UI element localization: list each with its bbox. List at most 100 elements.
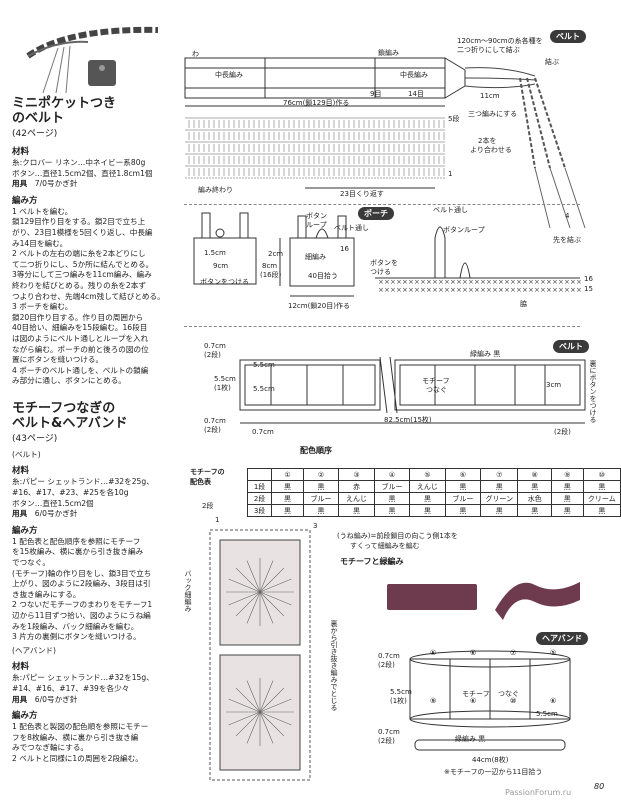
sc-mark: × [528,286,534,294]
sc-mark: × [564,286,570,294]
mb-3cm: 3cm [546,381,562,389]
sc-mark: × [390,286,396,294]
motif-spoke [259,711,292,726]
tools-head: 用具 [12,179,28,189]
sc-mark: × [534,286,540,294]
section2-belt-head: (ベルト) [12,449,41,459]
pouch-rows-16: 16 [340,245,349,253]
sc-mark: × [498,278,504,286]
motif-spoke [259,591,292,606]
knot-label: 結ぶ [545,58,559,66]
sc-mark: × [522,278,528,286]
hairband-head: (ヘアバンド) [12,645,56,655]
sc-mark: × [480,278,486,286]
pouch-btn2a: ボタンを [370,259,398,267]
color-cell: 黒 [338,504,375,517]
motif-spoke [259,698,292,713]
pouch-sc: 細編み [305,253,326,261]
hb-07cm-2: 0.7cm [378,728,400,736]
motif-spoke [235,687,261,713]
mb-1piece: (1枚) [214,384,231,392]
color-cell: えんじ [409,480,446,493]
finish-label: 編み終わり [198,186,233,194]
color-cell: グリーン [480,492,519,505]
section2-title-line2: ベルト&ヘアバンド [12,415,128,431]
section1-method-line-9: つより合わせ、先端4cm残して結びとめる。 [12,291,165,301]
motif-spoke [259,591,274,624]
section2-method-line-4: (モチーフ)輪の作り目をし、鎖3目で立ち [12,568,152,578]
pouch-8cm: 8cm [262,262,278,270]
section2-tools: 用具 6/0号かぎ針 [12,509,172,520]
section2-method-line-7: 2 つないだモチーフのまわりをモチーフ1 [12,600,153,610]
pouch-button-note: ボタンをつける [200,278,249,286]
mb-edge-black: 緑編み 黒 [470,350,501,358]
color-cell: 黒 [271,480,304,493]
color-cell: ブルー [302,492,340,505]
section1-method-line-3: がり、23目1模様を5回くり返し、中長編 [12,227,153,237]
tip-knot-label: 先を結ぶ [553,236,581,244]
color-cell: クリーム [582,492,621,505]
motif-spoke [246,711,261,744]
color-cell: 黒 [409,504,446,517]
section2-method-line-2: を15枚編み、横に裏から引き抜き編み [12,547,144,557]
section2-page-ref: (43ページ) [12,433,58,444]
section1-method-head: 編み方 [12,195,38,206]
color-cell: 黒 [271,492,304,505]
hairband-top-number: ⑤ [550,649,556,657]
motif-spoke [228,591,261,606]
motif-spoke [259,687,285,713]
mb-07cm: 0.7cm [204,342,226,350]
section1-title-line1: ミニポケットつき [12,96,117,111]
sc-mark: × [468,278,474,286]
section1-method-line-10: 3 ポーチを編む。 [12,302,73,312]
divider [184,326,580,327]
pouch-btn2b: つける [370,268,391,276]
mb-2rows-2: (2段) [204,426,221,434]
color-cell: えんじ [338,492,375,505]
section1-method-line-6: て二つ折りにし、5か所に結んでとめる。 [12,259,154,269]
sc-mark: × [510,286,516,294]
color-cell: 黒 [517,504,552,517]
section2-title-line1: モチーフつなぎの [12,400,116,416]
motif-spoke [235,711,261,737]
section1-method-line-5: 2 ベルトの左右の端に糸を2本どりにし [12,249,146,259]
tools-head: 用具 [12,509,28,519]
sc-mark: × [570,286,576,294]
mb-55cm-a: 5.5cm [253,361,275,369]
row-label: 2段 [246,492,273,505]
section2-method-line-1: 1 配色表と配色順序を参照にモチーフ [12,536,141,546]
pouch-side: 脇 [520,300,527,308]
color-cell: 黒 [480,504,519,517]
color-cell: 黒 [550,504,584,517]
hairband-method-line-3: みでつなぎ輪にする。 [12,743,89,753]
mc-back-sc: バック細編み [184,570,192,612]
belt-illustration [26,26,159,94]
color-cell: 黒 [302,480,340,493]
section2-method-line-8: 辺から11目ずつ拾い、図のようにうね編 [12,611,151,620]
section2-material-2: #16、#17、#23、#25を各10g [12,488,129,498]
hb-55cm-b: 5.5cm [536,710,558,718]
color-cell: 黒 [550,480,584,493]
hb-note: ※モチーフの一辺から11目拾う [444,768,543,776]
hairband-materials-head: 材料 [12,662,30,673]
motif-spoke [228,698,261,713]
braid-11cm: 11cm [480,92,500,100]
mc-1row: 1 [215,516,220,524]
section1-tools: 用具 7/0号かぎ針 [12,179,172,190]
sc-mark: × [462,278,468,286]
pouch-beltloop: ベルト通し [334,224,369,232]
sc-mark: × [504,286,510,294]
sc-mark: × [432,286,438,294]
hairband-method-line-1: 1 配色表と製図の配色順を参照にモチー [12,722,149,732]
color-number-5: ⑤ [409,468,446,481]
sc-mark: × [384,278,390,286]
section1-page-ref: (42ページ) [12,129,58,139]
section1-material-1: 糸:クロバー リネン…中ネイビー系80g [12,158,146,167]
motif-spoke [235,591,261,617]
mb-07cm-2: 0.7cm [204,417,226,425]
section1-method-line-16: 4 ポーチのベルト通しを、ベルトの鎖編 [12,365,149,375]
sc-mark: × [498,286,504,294]
page-number: 80 [594,782,605,791]
color-cell: 黒 [444,504,482,517]
braid-label: 三つ編みにする [468,110,518,118]
